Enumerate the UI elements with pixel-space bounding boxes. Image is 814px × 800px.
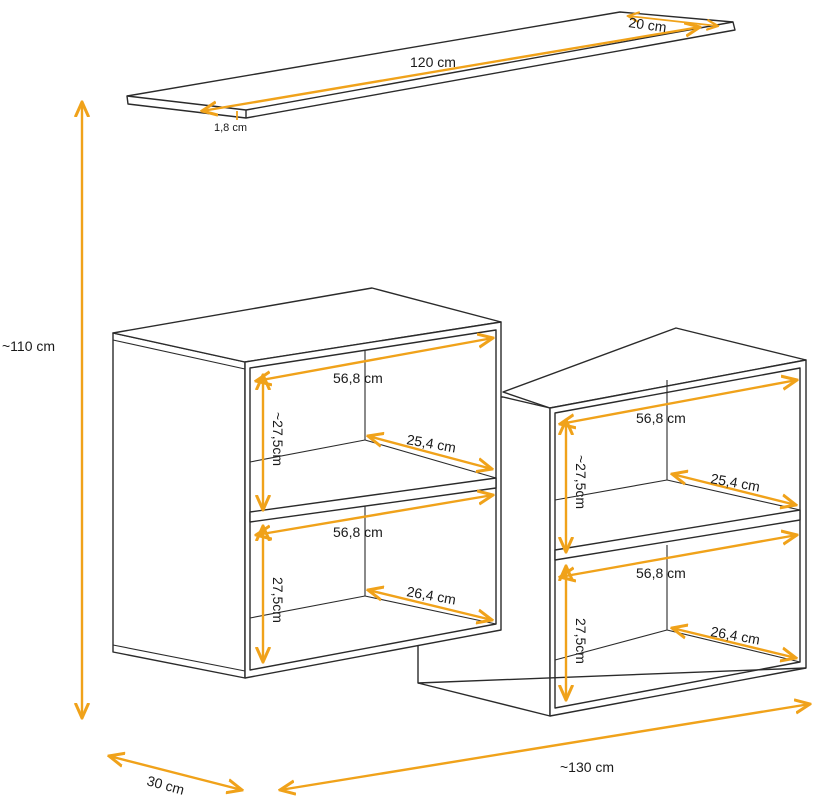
- left-top-depth-dimension: [368, 436, 492, 469]
- overall-dimensions: ~110 cm 30 cm ~130 cm: [2, 102, 810, 798]
- right-bottom-width-label: 56,8 cm: [636, 565, 686, 581]
- shelf-thickness-label: 1,8 cm: [214, 122, 247, 134]
- left-top-height-label: ~27,5cm: [270, 412, 286, 466]
- right-top-width-label: 56,8 cm: [636, 410, 686, 426]
- right-top-depth-dimension: [672, 474, 796, 505]
- left-top-width-dimension: [256, 338, 493, 381]
- overall-width-dimension: [280, 704, 810, 790]
- shelf-length-label: 120 cm: [410, 54, 456, 70]
- wall-shelf: 120 cm 20 cm 1,8 cm: [126, 12, 736, 134]
- right-top-height-label: ~27,5cm: [573, 455, 589, 509]
- right-top-width-dimension: [560, 380, 797, 424]
- overall-height-label: ~110 cm: [2, 338, 55, 354]
- shelf-depth-label: 20 cm: [628, 14, 668, 35]
- left-bottom-width-dimension: [256, 495, 493, 535]
- right-bottom-depth-dimension: [672, 628, 796, 658]
- right-bottom-width-dimension: [560, 535, 797, 577]
- left-bottom-width-label: 56,8 cm: [333, 524, 383, 540]
- shelf-length-dimension: [202, 27, 700, 111]
- left-top-width-label: 56,8 cm: [333, 370, 383, 386]
- left-bottom-depth-dimension: [368, 590, 492, 620]
- overall-depth-label: 30 cm: [145, 772, 186, 797]
- right-bottom-height-label: 27,5cm: [573, 618, 589, 664]
- shelf-depth-dimension: [628, 16, 718, 26]
- overall-width-label: ~130 cm: [560, 759, 614, 775]
- left-bottom-height-label: 27,5cm: [270, 577, 286, 623]
- overall-depth-dimension: [109, 756, 242, 790]
